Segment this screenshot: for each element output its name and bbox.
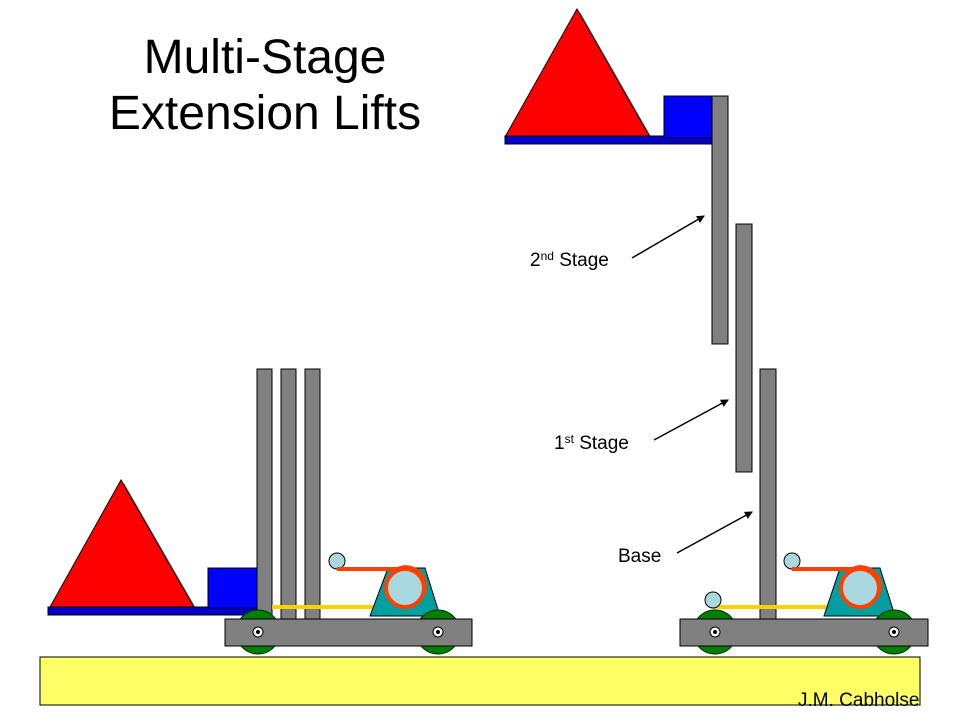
top-pulley-left	[328, 552, 346, 570]
chassis-left	[224, 618, 473, 647]
page-title: Multi-Stage Extension Lifts	[70, 30, 460, 142]
raised-carriage-block	[663, 95, 713, 139]
base-rail	[759, 368, 777, 622]
winch-drum-right	[839, 567, 881, 609]
axle-dot-left-front	[256, 630, 260, 634]
winch-drum-left	[384, 567, 426, 609]
axle-dot-left-rear	[436, 630, 440, 634]
label-2nd-stage-text: Stage	[553, 250, 609, 271]
load-triangle	[49, 478, 195, 608]
arrow-2nd-stage	[631, 215, 705, 259]
stage1-rail-left	[280, 368, 297, 622]
axle-dot-right-rear	[892, 630, 896, 634]
ground-platform	[39, 656, 921, 706]
stage1-rail	[735, 223, 753, 473]
label-1st-stage: 1st Stage	[554, 433, 629, 455]
title-line-2: Extension Lifts	[108, 87, 422, 140]
stage2-rail	[711, 95, 729, 345]
title-line-1: Multi-Stage	[143, 31, 387, 84]
arrow-1st-stage	[653, 399, 729, 441]
label-2nd-stage: 2nd Stage	[530, 250, 609, 272]
belt-idler-right	[704, 591, 722, 609]
extended-lift	[504, 7, 929, 655]
label-1st-stage-sup: st	[564, 432, 574, 446]
label-base: Base	[618, 546, 662, 567]
label-2nd-stage-sup: nd	[540, 249, 554, 263]
label-2nd-stage-num: 2	[530, 250, 541, 271]
arrow-base	[676, 511, 753, 554]
retracted-lift	[47, 368, 473, 655]
base-rail-left	[256, 368, 273, 622]
label-1st-stage-num: 1	[554, 433, 565, 454]
carriage-block	[207, 567, 259, 609]
top-pulley-right	[783, 552, 801, 570]
author-credit: J.M. Cabholse	[798, 690, 920, 711]
raised-load-triangle	[504, 7, 651, 138]
stage2-rail-left	[304, 368, 321, 622]
label-1st-stage-text: Stage	[573, 433, 629, 454]
axle-dot-right-front	[713, 630, 717, 634]
chassis-right	[679, 618, 929, 647]
